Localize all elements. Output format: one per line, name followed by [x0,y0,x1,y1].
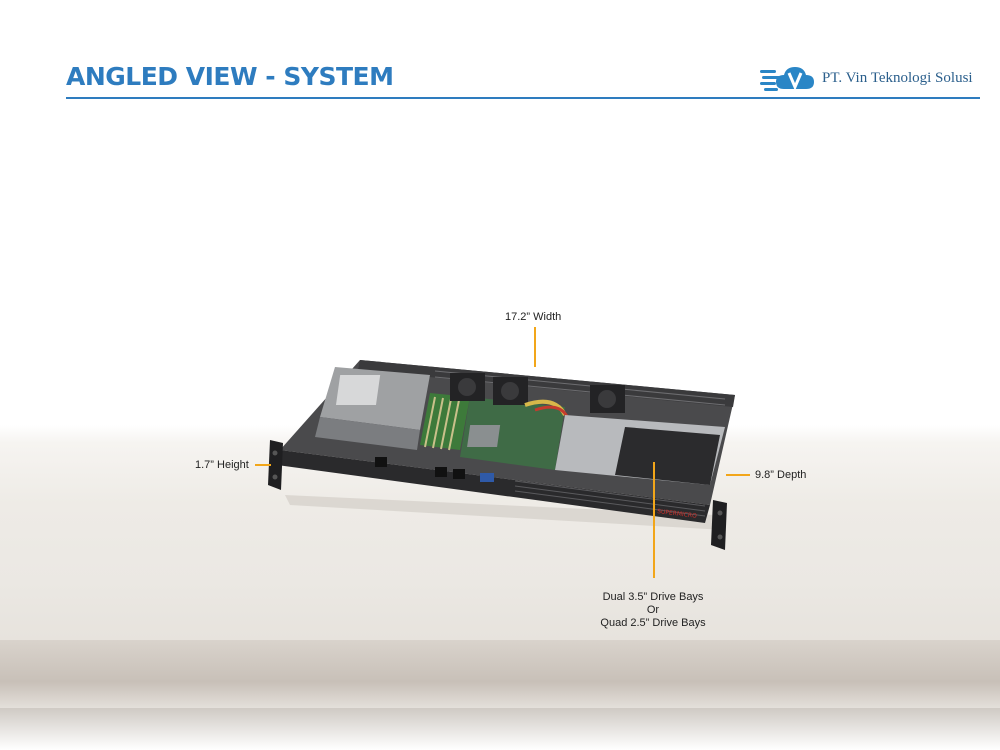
drive-bay-leader-line [653,462,655,578]
company-name: PT. Vin Teknologi Solusi [822,70,973,86]
slide-title: ANGLED VIEW - SYSTEM [66,62,394,91]
depth-leader-line [726,474,750,476]
drive-bay-annotation: Dual 3.5” Drive Bays Or Quad 2.5” Drive … [573,591,733,630]
cloud-v-logo-icon [760,67,814,91]
drive-bay-line-1: Dual 3.5” Drive Bays [602,591,704,603]
width-leader-line [534,327,536,367]
table-shadow [0,708,1000,750]
brand-mark: SUPERMICRO [657,508,698,520]
height-annotation: 1.7” Height [195,459,249,471]
drive-bay-line-3: Quad 2.5” Drive Bays [600,617,706,629]
depth-annotation: 9.8” Depth [755,469,807,481]
drive-bay-line-2: Or [646,604,660,616]
title-underline [66,97,980,99]
table-edge [0,640,1000,710]
height-leader-line [255,464,271,466]
server-chassis-illustration: SUPERMICRO [268,360,735,550]
width-annotation: 17.2” Width [505,311,562,323]
